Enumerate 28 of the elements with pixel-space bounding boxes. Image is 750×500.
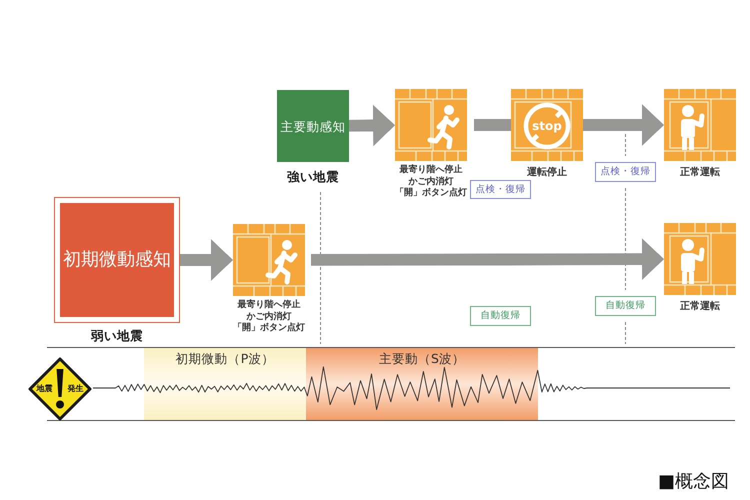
arrow <box>583 104 664 146</box>
arrow <box>310 238 664 280</box>
node-label: 「開」ボタン点灯 <box>233 323 305 336</box>
node-label: 運転停止 <box>527 166 567 179</box>
arrow <box>180 239 233 281</box>
sign-text: stop <box>532 120 562 132</box>
node-label: 強い地震 <box>287 169 339 186</box>
band-label: 主要動（S波） <box>379 351 465 367</box>
node-label: 最寄り階へ停止 <box>400 165 462 176</box>
status-tag: 点検・復帰 <box>595 162 656 182</box>
band-label: 初期微動（P波） <box>176 351 274 367</box>
node-label: 正常運転 <box>680 300 720 313</box>
node-label: 弱い地震 <box>91 328 143 344</box>
node-label: かご内消灯 <box>246 312 292 322</box>
connector-bar <box>474 119 511 131</box>
sign-label: 地震 <box>36 385 52 393</box>
status-tag: 自動復帰 <box>470 306 531 326</box>
node-label: 最寄り階へ停止 <box>238 300 300 311</box>
detection-box: 主要動感知 <box>277 90 349 162</box>
node-label: かご内消灯 <box>408 176 454 187</box>
figure-caption: ■概念図 <box>658 471 730 493</box>
status-tag: 点検・復帰 <box>470 180 531 199</box>
status-tag: 自動復帰 <box>595 296 656 316</box>
arrow <box>348 104 395 146</box>
node-label: 「開」ボタン点灯 <box>395 188 467 200</box>
sign-label: 発生 <box>68 385 84 393</box>
node-label: 正常運転 <box>680 166 720 179</box>
detection-box: 初期微動感知 <box>54 197 180 323</box>
